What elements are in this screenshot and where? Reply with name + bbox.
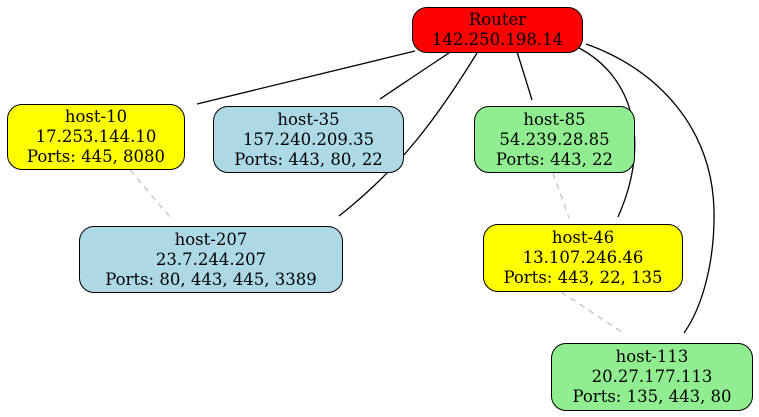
node-host-85: host-85 54.239.28.85 Ports: 443, 22 bbox=[474, 106, 635, 173]
edge-router-to-host-85 bbox=[516, 51, 533, 101]
node-host-113-label: host-113 bbox=[615, 347, 689, 366]
edge-host-10-to-host-207 bbox=[129, 169, 171, 218]
node-host-85-ip: 54.239.28.85 bbox=[499, 129, 610, 149]
node-router-ip: 142.250.198.14 bbox=[431, 30, 564, 49]
node-host-207: host-207 23.7.244.207 Ports: 80, 443, 44… bbox=[79, 226, 343, 293]
node-host-10: host-10 17.253.144.10 Ports: 445, 8080 bbox=[7, 104, 185, 170]
node-host-113: host-113 20.27.177.113 Ports: 135, 443, … bbox=[551, 343, 753, 411]
node-host-35: host-35 157.240.209.35 Ports: 443, 80, 2… bbox=[213, 106, 404, 173]
node-host-46-ip: 13.107.246.46 bbox=[522, 248, 644, 267]
node-host-46-ports: Ports: 443, 22, 135 bbox=[503, 268, 663, 287]
node-host-113-ports: Ports: 135, 443, 80 bbox=[572, 387, 732, 406]
edge-host-46-to-host-113 bbox=[560, 291, 626, 335]
node-host-35-ports: Ports: 443, 80, 22 bbox=[234, 149, 383, 169]
node-host-207-ip: 23.7.244.207 bbox=[155, 249, 267, 269]
node-host-46: host-46 13.107.246.46 Ports: 443, 22, 13… bbox=[483, 224, 683, 292]
edge-router-to-host-35 bbox=[379, 52, 450, 100]
node-router-label: Router bbox=[468, 10, 527, 29]
node-host-35-label: host-35 bbox=[277, 109, 340, 129]
node-host-207-ports: Ports: 80, 443, 445, 3389 bbox=[105, 269, 317, 289]
edge-router-to-host-10 bbox=[196, 50, 416, 105]
node-host-46-label: host-46 bbox=[551, 228, 615, 247]
node-host-10-ip: 17.253.144.10 bbox=[35, 127, 157, 146]
node-host-85-label: host-85 bbox=[523, 109, 586, 129]
edge-router-to-host-113 bbox=[585, 43, 715, 334]
node-host-35-ip: 157.240.209.35 bbox=[242, 129, 375, 149]
node-host-207-label: host-207 bbox=[174, 229, 248, 249]
node-host-113-ip: 20.27.177.113 bbox=[591, 367, 713, 386]
node-host-85-ports: Ports: 443, 22 bbox=[495, 149, 614, 169]
node-host-10-ports: Ports: 445, 8080 bbox=[26, 147, 166, 166]
edge-router-to-host-207 bbox=[338, 52, 478, 217]
node-host-10-label: host-10 bbox=[64, 107, 128, 126]
edge-host-85-to-host-46 bbox=[552, 172, 570, 219]
node-router: Router 142.250.198.14 bbox=[412, 7, 583, 53]
